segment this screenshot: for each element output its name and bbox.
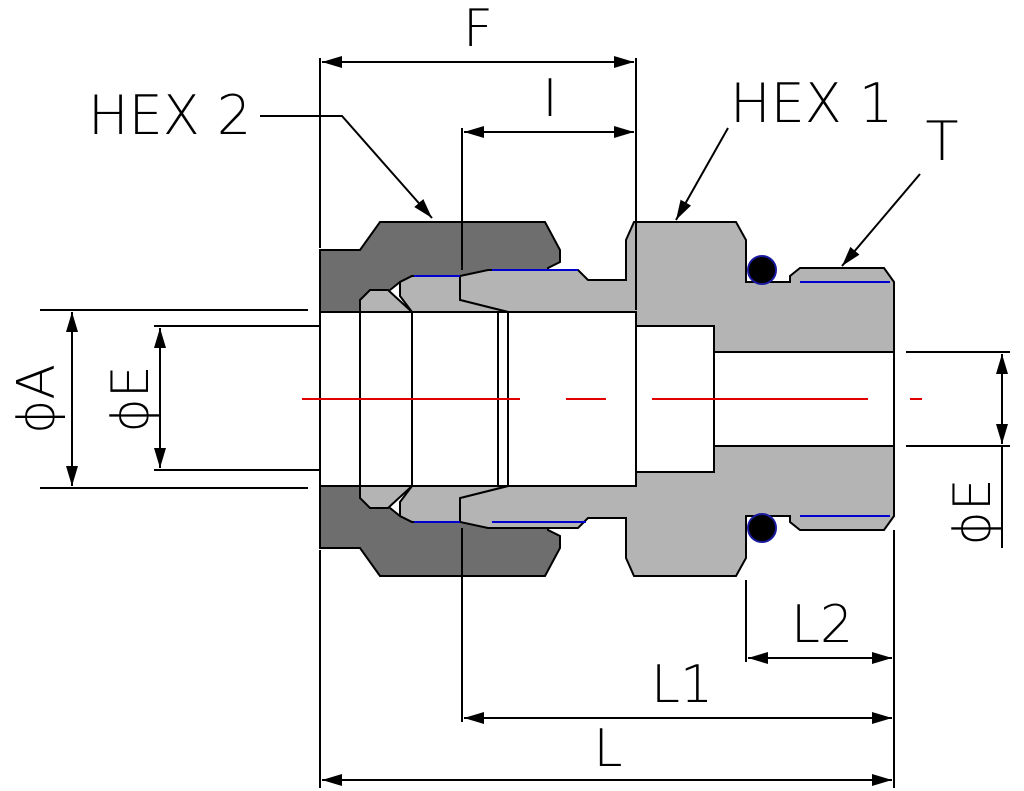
leader-T <box>841 173 921 267</box>
label-hex1: HEX 1 <box>730 72 893 135</box>
label-I: I <box>542 69 557 129</box>
dimension-lines <box>40 56 1010 788</box>
label-F: F <box>463 0 493 59</box>
label-L: L <box>594 719 623 779</box>
label-T: T <box>926 110 959 173</box>
o-ring-bottom <box>747 513 777 543</box>
ferrules <box>359 275 509 523</box>
leader-hex2 <box>260 115 433 219</box>
label-L1: L1 <box>651 655 713 715</box>
label-L2: L2 <box>791 595 853 655</box>
leaders <box>260 115 921 267</box>
back-ferrule-upper <box>359 289 415 313</box>
o-ring-top <box>747 255 777 285</box>
label-phiA: ϕA <box>7 364 67 434</box>
leader-hex1 <box>675 127 729 221</box>
label-phiE-right: ϕE <box>943 478 1003 545</box>
label-phiE-left: ϕE <box>101 365 161 432</box>
label-hex2: HEX 2 <box>88 84 251 147</box>
